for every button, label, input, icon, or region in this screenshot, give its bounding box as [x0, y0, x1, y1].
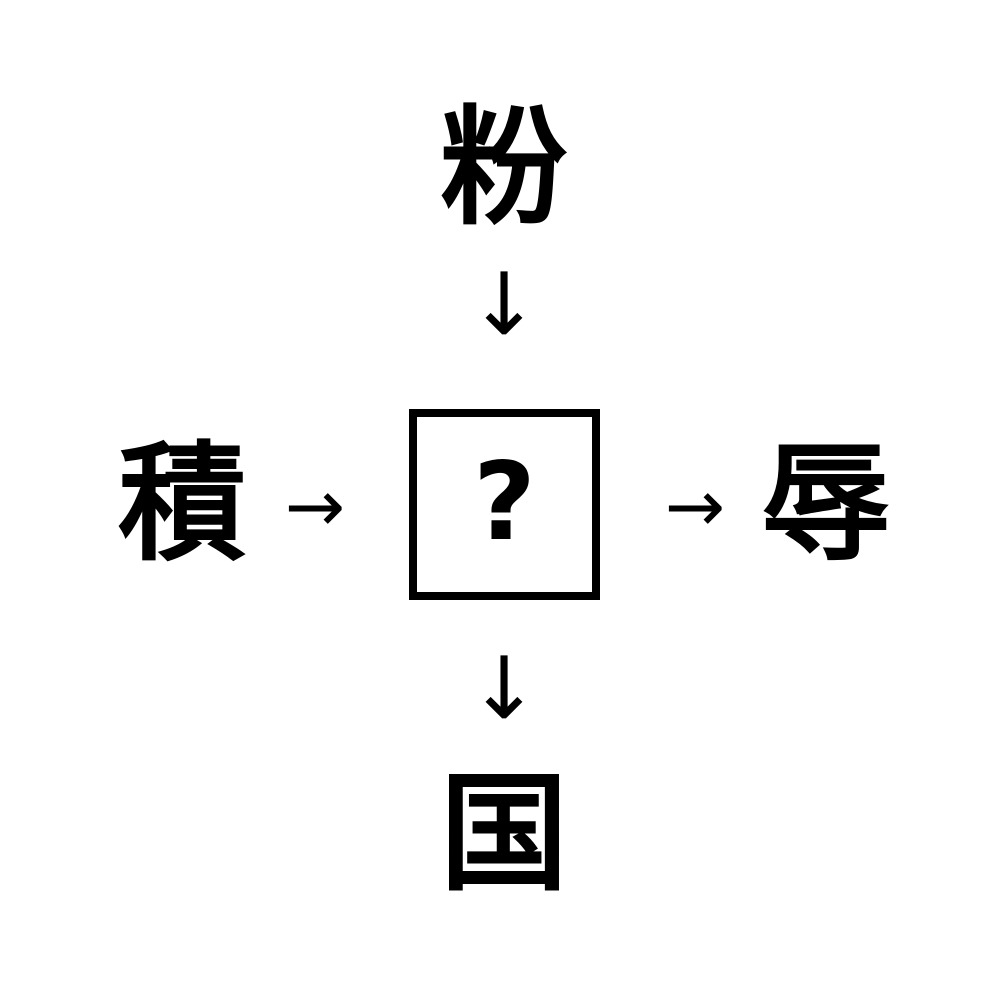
kanji-node-left: 積 [117, 430, 246, 579]
kanji-node-right: 辱 [761, 430, 890, 579]
arrow-right-icon-left: → [284, 464, 346, 548]
kanji-node-top: 粉 [439, 94, 568, 243]
arrow-right-icon-right: → [664, 464, 726, 548]
question-mark-placeholder: ? [473, 439, 536, 565]
arrow-down-icon-bottom: ↓ [467, 639, 541, 739]
kanji-node-bottom: 国 [439, 760, 568, 909]
arrow-down-icon-top: ↓ [467, 255, 541, 355]
answer-box[interactable]: ? [409, 409, 600, 600]
